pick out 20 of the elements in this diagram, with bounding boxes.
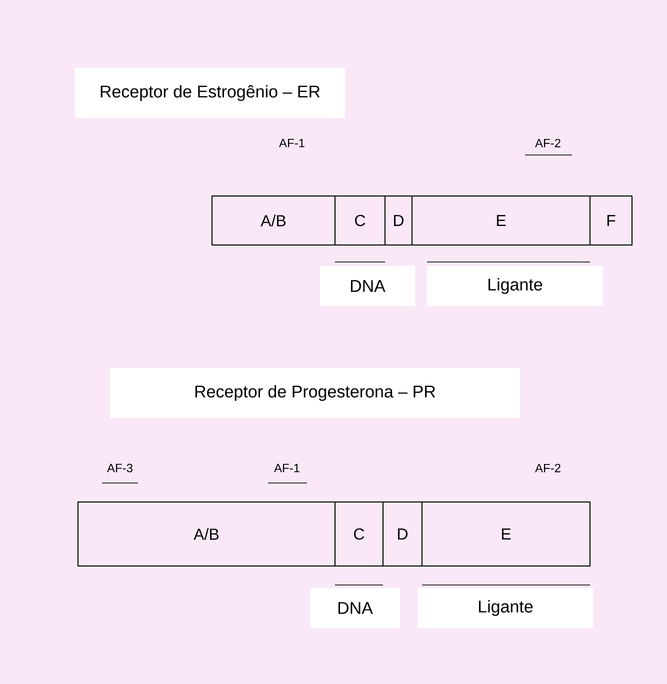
region-label-box: Ligante — [418, 588, 593, 628]
region-label-box: Ligante — [427, 266, 603, 306]
domain-box: E — [422, 502, 590, 566]
region-label-box: DNA — [310, 588, 400, 628]
region-label-box: DNA — [320, 266, 415, 306]
domain-box: D — [382, 502, 422, 566]
domain-label: AF-2 — [535, 464, 560, 472]
title-band: Receptor de Progesterona – PR — [110, 368, 520, 418]
domain-box: A/B — [212, 196, 336, 246]
domain-box: F — [590, 196, 632, 246]
domain-box: C — [334, 196, 386, 246]
domain-label: AF-3 — [107, 464, 132, 472]
domain-label: AF-1 — [279, 138, 304, 148]
domain-label: AF-1 — [274, 464, 300, 472]
domain-box: A/B — [78, 502, 336, 566]
domain-box: C — [334, 502, 384, 566]
domain-box: E — [412, 196, 590, 246]
domain-label: AF-2 — [535, 138, 560, 148]
title-band: Receptor de Estrogênio – ER — [75, 68, 345, 118]
domain-box: D — [384, 196, 412, 246]
